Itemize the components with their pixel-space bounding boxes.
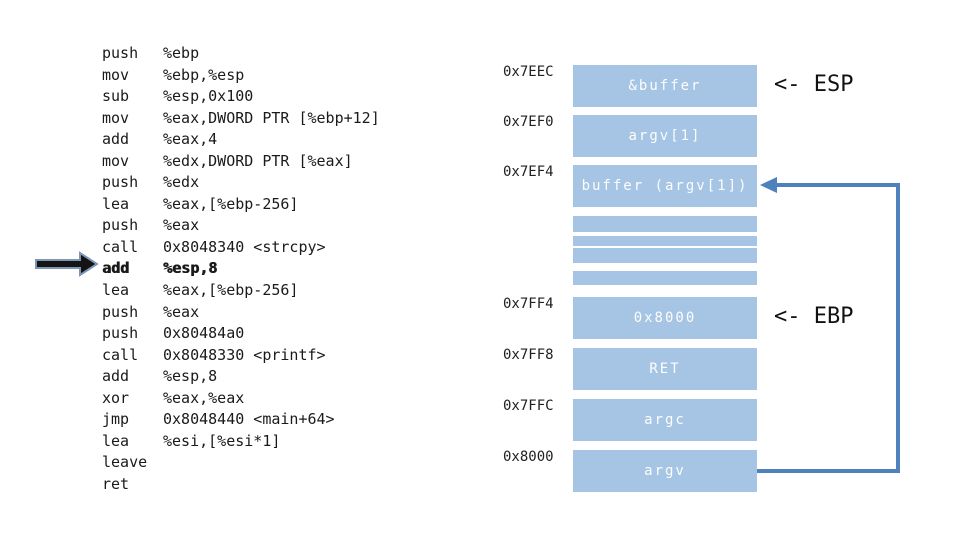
stack-address: 0x7EF4	[503, 164, 554, 180]
asm-line: call 0x8048330 <printf>	[102, 345, 380, 367]
ebp-pointer-label: <- EBP	[774, 304, 854, 329]
stack-cell-ret: RET	[573, 348, 757, 390]
asm-line: call 0x8048340 <strcpy>	[102, 237, 380, 259]
asm-operand: %edx,DWORD PTR [%eax]	[163, 151, 353, 170]
asm-mnemonic: lea	[102, 281, 130, 300]
asm-mnemonic: lea	[102, 194, 130, 213]
asm-mnemonic: push	[102, 302, 139, 321]
asm-mnemonic: add	[102, 130, 130, 149]
asm-line: mov %eax,DWORD PTR [%ebp+12]	[102, 108, 380, 130]
asm-line: add %esp,8	[102, 366, 380, 388]
stack-cell-saved-ebp: 0x8000	[573, 297, 757, 339]
asm-mnemonic: push	[102, 44, 139, 62]
asm-operand: %esp,8	[163, 259, 218, 278]
asm-mnemonic: lea	[102, 431, 130, 450]
stack-address: 0x7FF8	[503, 347, 554, 363]
asm-mnemonic: jmp	[102, 410, 130, 429]
stack-address: 0x7EF0	[503, 114, 554, 130]
stack-cell-buffer: buffer (argv[1])	[573, 165, 757, 207]
asm-operand: %edx	[163, 173, 200, 192]
asm-line: push %eax	[102, 302, 380, 324]
stack-address: 0x7FF4	[503, 296, 554, 312]
asm-operand: %eax,[%ebp-256]	[163, 194, 299, 213]
asm-operand: 0x8048340 <strcpy>	[163, 237, 326, 256]
asm-line: lea %esi,[%esi*1]	[102, 431, 380, 453]
asm-operand: %eax,%eax	[163, 388, 245, 407]
asm-operand: %eax,DWORD PTR [%ebp+12]	[163, 108, 380, 127]
asm-operand: 0x8048440 <main+64>	[163, 410, 335, 429]
esp-pointer-label: <- ESP	[774, 72, 854, 97]
asm-mnemonic: push	[102, 216, 139, 235]
asm-mnemonic: push	[102, 173, 139, 192]
stack-filler-bar	[573, 248, 757, 263]
assembly-listing: push %ebp mov %ebp,%esp sub %esp,0x100 mov%…	[102, 43, 380, 495]
asm-operand: %ebp,%esp	[163, 65, 245, 84]
asm-mnemonic: xor	[102, 388, 130, 407]
asm-operand: %ebp	[163, 44, 200, 62]
asm-mnemonic: mov	[102, 108, 130, 127]
asm-mnemonic: mov	[102, 151, 130, 170]
asm-line: lea %eax,[%ebp-256]	[102, 194, 380, 216]
current-instruction-arrow-icon	[35, 251, 99, 277]
asm-line: ret	[102, 474, 380, 496]
asm-mnemonic: add	[102, 367, 130, 386]
stack-cell-buffer-address: &buffer	[573, 65, 757, 107]
asm-line: add %eax,4	[102, 129, 380, 151]
asm-operand: %esi,[%esi*1]	[163, 431, 281, 450]
asm-operand: %esp,8	[163, 367, 218, 386]
asm-operand: %esp,0x100	[163, 87, 254, 106]
asm-operand: %eax,[%ebp-256]	[163, 281, 299, 300]
asm-line: sub %esp,0x100	[102, 86, 380, 108]
asm-mnemonic: call	[102, 237, 139, 256]
asm-operand: 0x80484a0	[163, 324, 245, 343]
asm-line: push %eax	[102, 215, 380, 237]
asm-mnemonic: leave	[102, 453, 148, 472]
stack-address: 0x7FFC	[503, 398, 554, 414]
stack-cell-argc: argc	[573, 399, 757, 441]
stack-address: 0x7EEC	[503, 64, 554, 80]
stack-address: 0x8000	[503, 449, 554, 465]
asm-line-current: add %esp,8	[102, 258, 380, 280]
asm-mnemonic: push	[102, 324, 139, 343]
asm-operand: %eax	[163, 216, 200, 235]
asm-mnemonic: ret	[102, 474, 130, 493]
asm-line: leave	[102, 452, 380, 474]
asm-mnemonic: call	[102, 345, 139, 364]
stack-filler-bar	[573, 236, 757, 246]
asm-line: xor %eax,%eax	[102, 388, 380, 410]
asm-mnemonic: sub	[102, 87, 130, 106]
stack-filler-bar	[573, 216, 757, 232]
asm-line: push %ebp	[102, 43, 380, 65]
asm-line: mov %edx,DWORD PTR [%eax]	[102, 151, 380, 173]
asm-line: jmp 0x8048440 <main+64>	[102, 409, 380, 431]
asm-line: push 0x80484a0	[102, 323, 380, 345]
asm-operand: %eax,4	[163, 130, 218, 149]
asm-line: mov %ebp,%esp	[102, 65, 380, 87]
stack-filler-bar	[573, 271, 757, 285]
asm-operand: %eax	[163, 302, 200, 321]
asm-mnemonic: mov	[102, 65, 130, 84]
asm-line: push %edx	[102, 172, 380, 194]
asm-mnemonic: add	[102, 259, 130, 278]
stack-cell-argv: argv	[573, 450, 757, 492]
stack-cell-argv1: argv[1]	[573, 115, 757, 157]
asm-line: lea %eax,[%ebp-256]	[102, 280, 380, 302]
asm-operand: 0x8048330 <printf>	[163, 345, 326, 364]
connector-arrowhead-icon	[760, 177, 777, 193]
